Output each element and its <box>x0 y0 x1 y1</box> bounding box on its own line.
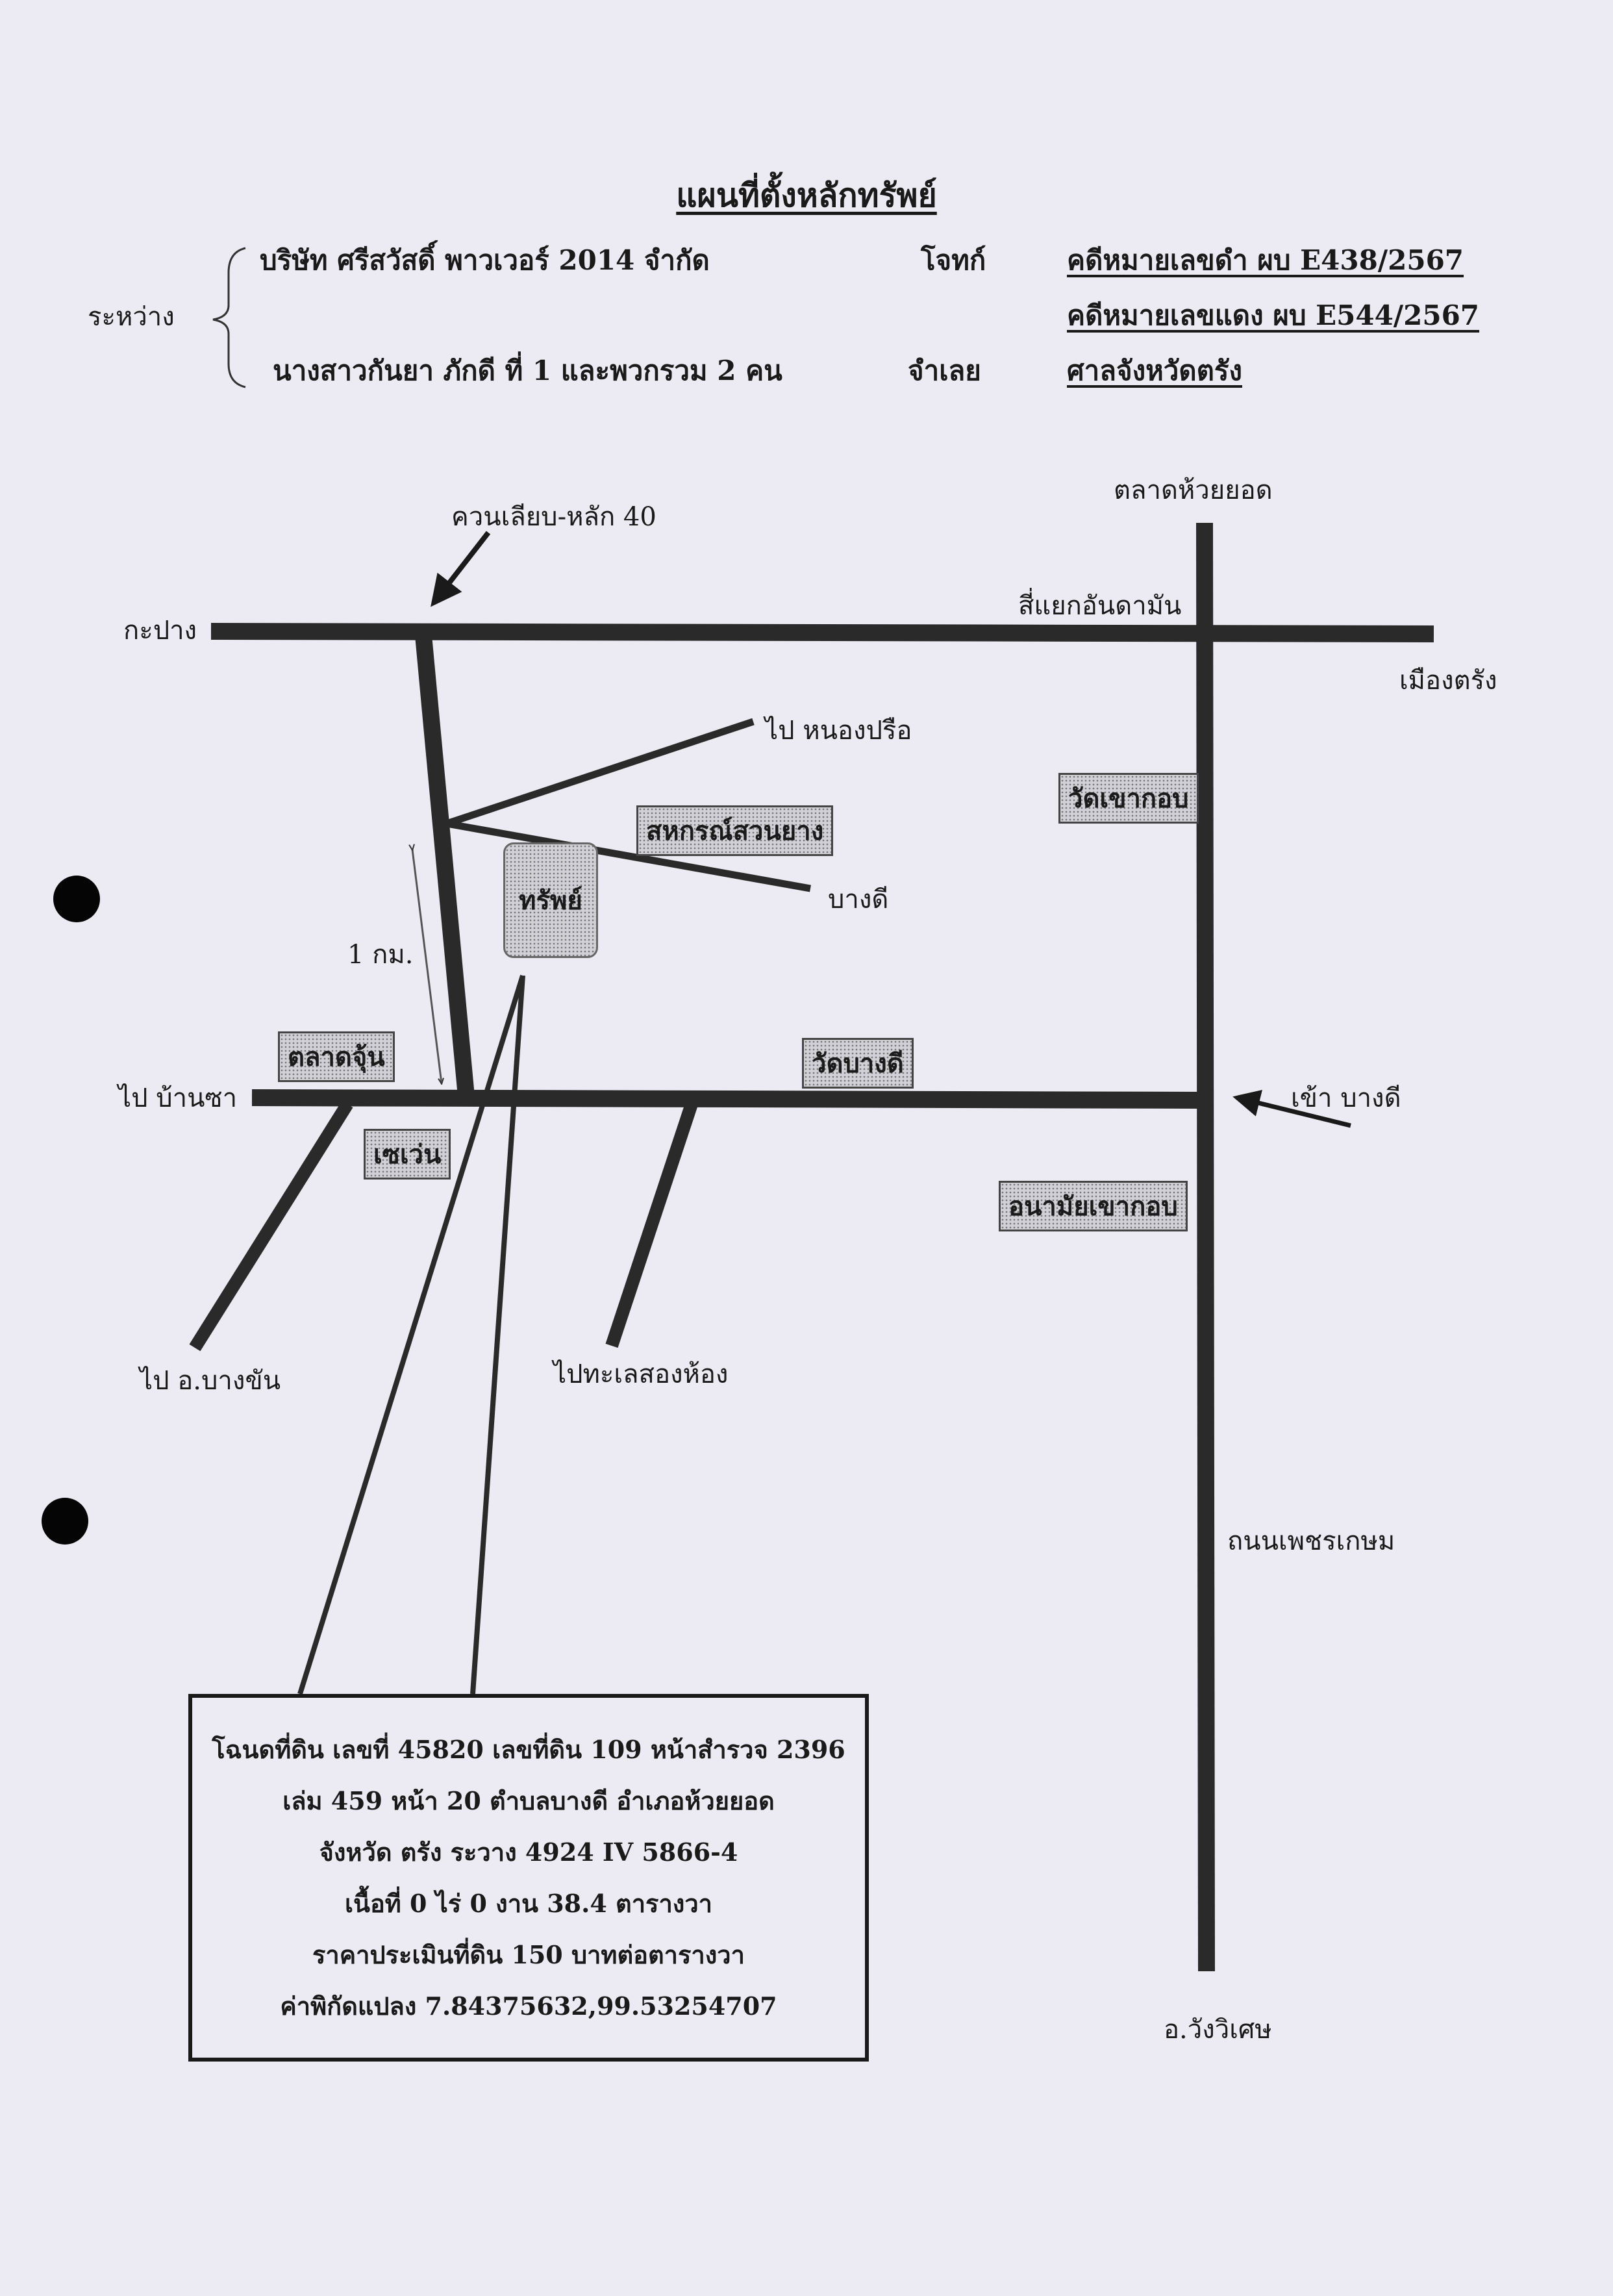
court-name: ศาลจังหวัดตรัง <box>1067 355 1242 386</box>
road-to-thale-song-hong <box>605 1102 698 1348</box>
road-kapang-mueang-trang <box>210 623 1434 642</box>
punch-hole-bottom <box>42 1498 88 1545</box>
label-bang-di-branch: บางดี <box>828 885 889 915</box>
black-case-number: คดีหมายเลขดำ ผบ E438/2567 <box>1067 244 1464 276</box>
info-book-location: เล่ม 459 หน้า 20 ตำบลบางดี อำเภอห้วยยอด <box>282 1786 775 1815</box>
map-title: แผนที่ตั้งหลักทรัพย์ <box>676 176 937 214</box>
label-talat-huai-yot: ตลาดห้วยยอด <box>1114 475 1273 505</box>
landmark-coop: สหกรณ์สวนยาง <box>636 805 834 856</box>
defendant-name: นางสาวกันยา ภักดี ที่ 1 และพวกรวม 2 คน <box>273 355 782 386</box>
punch-hole-top <box>53 876 100 922</box>
label-wang-wiset: อ.วังวิเศษ <box>1164 2015 1272 2045</box>
label-thale-song-hong: ไปทะเลสองห้อง <box>553 1359 729 1389</box>
land-title-info-box: โฉนดที่ดิน เลขที่ 45820 เลขที่ดิน 109 หน… <box>188 1694 869 2062</box>
road-to-nong-prue <box>445 718 755 827</box>
landmark-talat-chun: ตลาดจุ้น <box>278 1031 395 1082</box>
red-case-number: คดีหมายเลขแดง ผบ E544/2567 <box>1067 299 1480 331</box>
label-one-km: 1 กม. <box>347 940 414 970</box>
info-area: เนื้อที่ 0 ไร่ 0 งาน 38.4 ตารางวา <box>344 1889 713 1918</box>
road-phetkasem <box>1196 522 1215 1972</box>
landmark-wat-bang-di: วัดบางดี <box>802 1038 914 1089</box>
label-si-yaek-andaman: สี่แยกอันดามัน <box>1018 591 1182 621</box>
plaintiff-role: โจทก์ <box>921 244 986 276</box>
label-kapang: กะปาง <box>123 616 197 646</box>
road-to-bang-di <box>446 820 811 892</box>
defendant-role: จำเลย <box>908 355 981 386</box>
callout-line-left <box>297 974 525 1695</box>
road-ban-na-sa-khao-bang-di <box>251 1089 1205 1109</box>
label-bang-khan: ไป อ.บางขัน <box>140 1366 281 1396</box>
label-mueang-trang: เมืองตรัง <box>1399 666 1497 696</box>
info-appraisal: ราคาประเมินที่ดิน 150 บาทต่อตารางวา <box>312 1940 745 1969</box>
plaintiff-name: บริษัท ศรีสวัสดิ์ พาวเวอร์ 2014 จำกัด <box>260 244 710 276</box>
road-to-bang-khan <box>189 1100 353 1352</box>
label-nong-prue: ไป หนองปรือ <box>765 716 912 746</box>
label-khuan-liab: ควนเลียบ-หลัก 40 <box>451 502 656 532</box>
label-phetkasem: ถนนเพชรเกษม <box>1227 1526 1395 1556</box>
landmark-wat-khao-kop: วัดเขากอบ <box>1058 773 1199 824</box>
landmark-seven-eleven: เซเว่น <box>364 1129 451 1180</box>
arrow-khuan-liab <box>431 531 491 607</box>
callout-line-right <box>470 975 525 1695</box>
info-coordinates: ค่าพิกัดแปลง 7.84375632,99.53254707 <box>280 1991 777 2021</box>
label-ban-na-sa: ไป บ้านซา <box>118 1083 238 1113</box>
road-local-connector <box>415 634 475 1098</box>
between-label: ระหว่าง <box>88 302 175 332</box>
property-marker: ทรัพย์ <box>503 842 598 958</box>
info-deed-number: โฉนดที่ดิน เลขที่ 45820 เลขที่ดิน 109 หน… <box>212 1735 845 1764</box>
landmark-health-center: อนามัยเขากอบ <box>999 1181 1188 1231</box>
distance-1km-indicator <box>412 850 442 1083</box>
arrow-khao-bang-di <box>1232 1089 1351 1128</box>
label-khao-bang-di: เข้า บางดี <box>1291 1083 1401 1113</box>
info-province-sheet: จังหวัด ตรัง ระวาง 4924 IV 5866-4 <box>319 1837 738 1867</box>
